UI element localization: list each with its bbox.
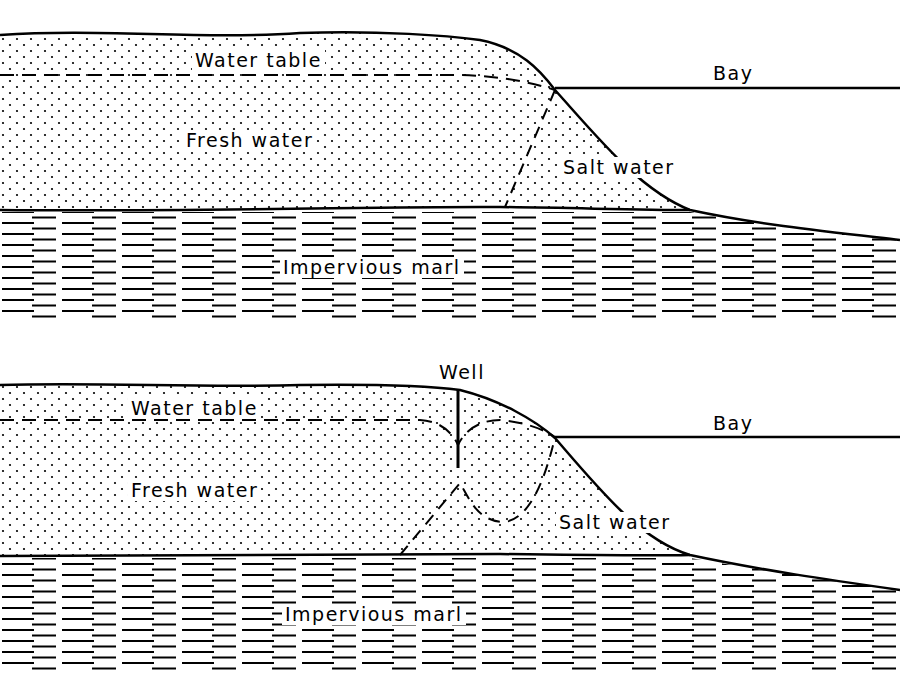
water-table-label: Water table [128,398,261,419]
marl-top [0,554,690,556]
ground-surface [0,32,900,240]
bay-label: Bay [710,413,756,434]
aquifer-stipple [0,32,690,210]
bay-surface [555,87,900,90]
zone-label: Fresh water [128,480,261,501]
bay-surface [555,436,900,439]
aquifer-stipple [0,384,690,555]
salt-fresh-interface [400,437,555,555]
layer-label: Impervious marl [280,257,464,278]
well-casing [457,390,460,468]
well-label: Well [436,362,488,383]
water-table-label: Water table [192,50,325,71]
ground-surface [0,384,900,590]
bay-label: Bay [710,63,756,84]
marl-hatch [0,558,900,670]
marl-hatch [0,212,900,320]
layer-label: Impervious marl [282,604,466,625]
marl-top [0,207,690,211]
water-table-line [0,75,555,90]
zone-label: Fresh water [183,130,316,151]
salt-fresh-interface [505,90,555,207]
zone-label: Salt water [560,157,678,178]
water-table-line [0,420,555,445]
zone-label: Salt water [556,512,674,533]
